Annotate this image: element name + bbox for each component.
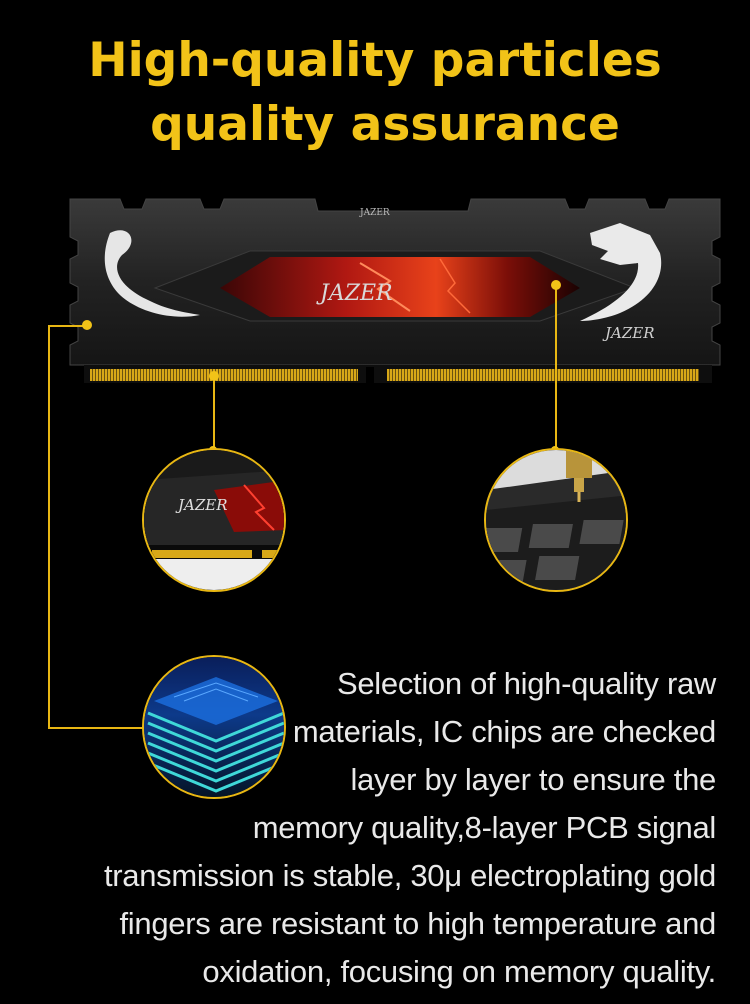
page-title-line-2: quality assurance [150,97,620,152]
description-line-4: memory quality,8-layer PCB signal [252,810,717,845]
module-top-label: JAZER [359,208,390,218]
pcb-chip-closeup-circle [484,448,628,592]
pcb-layers-closeup-circle [142,655,286,799]
description-line-2: materials, IC chips are checked [292,714,716,749]
heatsink-closeup-circle: JAZER [142,448,286,592]
ram-module: JAZER JAZER JAZER [69,198,721,383]
description-line-3: layer by layer to ensure the [350,762,716,797]
description-line-7: oxidation, focusing on memory quality. [202,954,716,989]
description-line-5: transmission is stable, 30μ electroplati… [103,858,716,893]
dragon-icon [580,223,662,321]
module-brand-small: JAZER [602,324,655,342]
marker-dot-middle [209,371,219,381]
description-line-1: Selection of high-quality raw [336,666,716,701]
connector-line-middle [213,378,215,450]
module-brand: JAZER [316,281,393,306]
connector-line-right [555,286,557,450]
connector-line-left-v [48,325,50,729]
marker-dot-right [551,280,561,290]
description-line-6: fingers are resistant to high temperatur… [119,906,716,941]
connector-line-left-h-bottom [48,727,144,729]
page-title-line-1: High-quality particles [88,33,662,88]
closeup-brand: JAZER [175,496,228,514]
marker-dot-left [82,320,92,330]
description-text: Selection of high-quality raw materials,… [60,660,716,996]
connector-line-left-h-top [48,325,86,327]
serpent-icon [104,230,200,317]
